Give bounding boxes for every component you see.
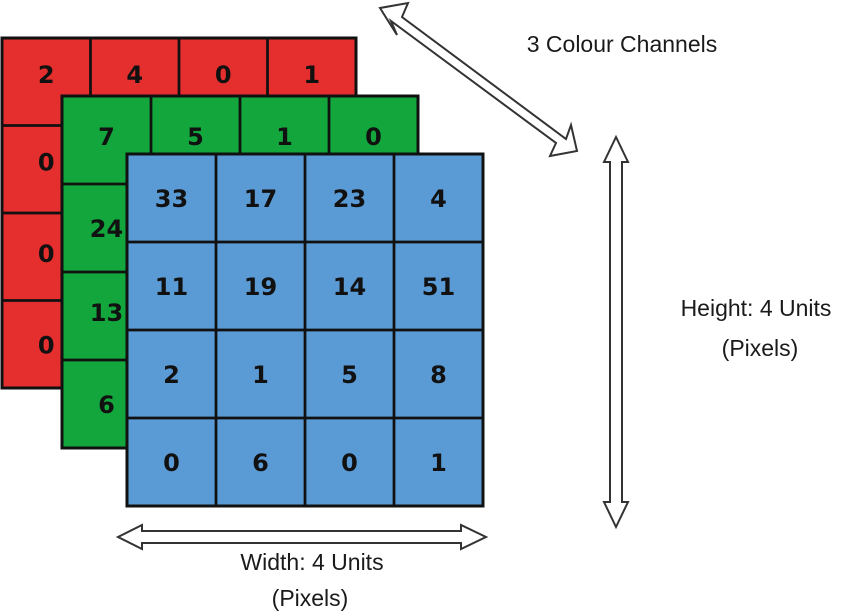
height-arrow (602, 134, 630, 530)
blue-cell-value: 4 (430, 185, 447, 213)
green-cell-value: 6 (98, 391, 115, 419)
blue-channel-grid: 33 17 23 4 11 19 14 51 2 1 5 8 0 6 0 1 (125, 152, 485, 508)
blue-cell (392, 416, 485, 508)
blue-cell-value: 1 (252, 361, 269, 389)
blue-cell-value: 33 (155, 185, 188, 213)
red-cell-value: 0 (38, 148, 55, 176)
red-cell-value: 0 (38, 331, 55, 359)
blue-cell-value: 0 (341, 449, 358, 477)
height-unit-label: (Pixels) (722, 335, 799, 361)
blue-cell-value: 5 (341, 361, 358, 389)
blue-cell-value: 11 (155, 273, 188, 301)
green-cell-value: 13 (90, 299, 123, 327)
red-cell-value: 0 (38, 240, 55, 268)
red-cell-value: 1 (303, 61, 320, 89)
green-cell-value: 24 (90, 215, 123, 243)
red-cell-value: 4 (126, 61, 143, 89)
blue-cell-value: 23 (333, 185, 366, 213)
width-arrow (115, 523, 489, 551)
channels-depth-arrow (378, 1, 579, 158)
blue-cell-value: 8 (430, 361, 447, 389)
green-cell-value: 5 (187, 123, 204, 151)
green-cell-value: 7 (98, 123, 115, 151)
blue-cell-value: 2 (163, 361, 180, 389)
blue-cell-value: 51 (422, 273, 455, 301)
blue-cell-value: 14 (333, 273, 366, 301)
width-label: Width: 4 Units (240, 549, 383, 575)
height-label: Height: 4 Units (681, 295, 832, 321)
channels-label: 3 Colour Channels (527, 31, 718, 57)
blue-cell-value: 17 (244, 185, 277, 213)
blue-cell-value: 19 (244, 273, 277, 301)
width-unit-label: (Pixels) (272, 585, 349, 611)
blue-cell-value: 0 (163, 449, 180, 477)
blue-cell-value: 6 (252, 449, 269, 477)
red-cell-value: 0 (215, 61, 232, 89)
green-cell-value: 0 (365, 123, 382, 151)
red-cell-value: 2 (38, 61, 55, 89)
blue-cell-value: 1 (430, 449, 447, 477)
green-cell-value: 1 (276, 123, 293, 151)
